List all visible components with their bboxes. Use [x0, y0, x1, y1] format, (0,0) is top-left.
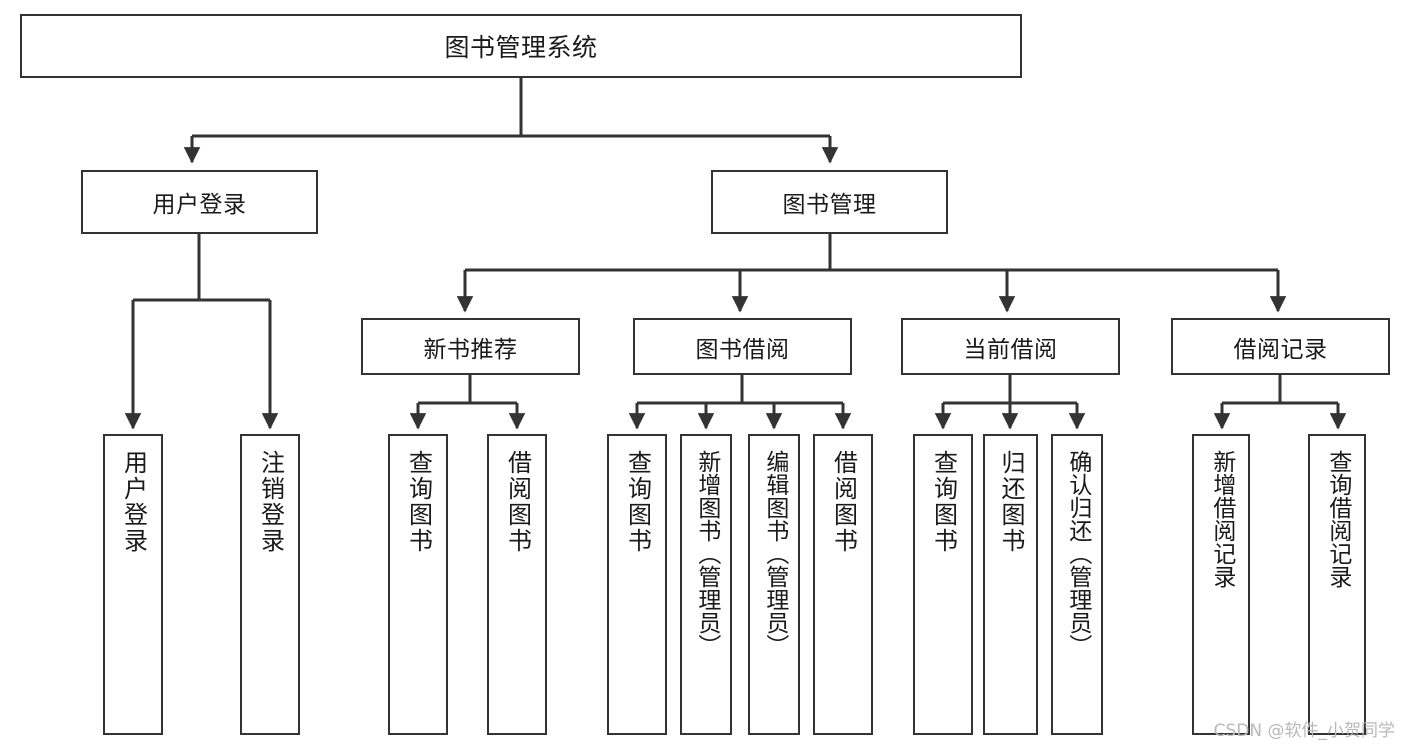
node-book-management-label: 图书管理 [782, 192, 877, 218]
node-root[interactable]: 图书管理系统 [20, 14, 1022, 78]
leaf-borrow-borrow-book-label: 借阅图书 [829, 450, 858, 554]
leaf-recommend-borrow-book[interactable]: 借阅图书 [487, 434, 547, 735]
leaf-record-query-record-label: 查询借阅记录 [1324, 450, 1351, 588]
leaf-borrow-edit-book[interactable]: 编辑图书（管理员） [748, 434, 800, 735]
node-borrow-record[interactable]: 借阅记录 [1171, 318, 1390, 375]
leaf-current-return-book-label: 归还图书 [996, 450, 1025, 554]
leaf-borrow-query-book-label: 查询图书 [623, 450, 652, 554]
leaf-user-login-signin-label: 用户登录 [119, 450, 148, 554]
node-borrow-record-label: 借阅记录 [1233, 336, 1328, 363]
leaf-record-add-record-label: 新增借阅记录 [1208, 450, 1235, 588]
node-new-book-recommend[interactable]: 新书推荐 [361, 318, 580, 375]
leaf-borrow-add-book-label: 新增图书（管理员） [693, 450, 720, 657]
node-user-login[interactable]: 用户登录 [81, 170, 318, 234]
leaf-current-confirm-return-label: 确认归还（管理员） [1064, 450, 1091, 657]
node-book-borrow-label: 图书借阅 [695, 336, 790, 363]
leaf-current-confirm-return[interactable]: 确认归还（管理员） [1051, 434, 1103, 735]
leaf-recommend-borrow-book-label: 借阅图书 [503, 450, 532, 554]
leaf-recommend-query-book[interactable]: 查询图书 [388, 434, 448, 735]
leaf-borrow-query-book[interactable]: 查询图书 [607, 434, 667, 735]
leaf-user-login-signout-label: 注销登录 [256, 450, 285, 554]
leaf-current-return-book[interactable]: 归还图书 [983, 434, 1038, 735]
node-user-login-label: 用户登录 [152, 192, 247, 218]
leaf-user-login-signout[interactable]: 注销登录 [240, 434, 300, 735]
leaf-current-query-book[interactable]: 查询图书 [913, 434, 973, 735]
csdn-watermark: CSDN @软件_小贺同学 [1213, 721, 1395, 741]
node-current-borrow-label: 当前借阅 [963, 336, 1058, 363]
leaf-record-query-record[interactable]: 查询借阅记录 [1308, 434, 1366, 735]
leaf-borrow-borrow-book[interactable]: 借阅图书 [813, 434, 873, 735]
leaf-record-add-record[interactable]: 新增借阅记录 [1192, 434, 1250, 735]
leaf-current-query-book-label: 查询图书 [929, 450, 958, 554]
node-book-borrow[interactable]: 图书借阅 [633, 318, 852, 375]
node-current-borrow[interactable]: 当前借阅 [901, 318, 1120, 375]
node-root-label: 图书管理系统 [444, 33, 598, 62]
leaf-recommend-query-book-label: 查询图书 [404, 450, 433, 554]
leaf-user-login-signin[interactable]: 用户登录 [103, 434, 163, 735]
leaf-borrow-add-book[interactable]: 新增图书（管理员） [680, 434, 732, 735]
leaf-borrow-edit-book-label: 编辑图书（管理员） [761, 450, 788, 657]
node-new-book-recommend-label: 新书推荐 [423, 336, 518, 363]
node-book-management[interactable]: 图书管理 [711, 170, 948, 234]
